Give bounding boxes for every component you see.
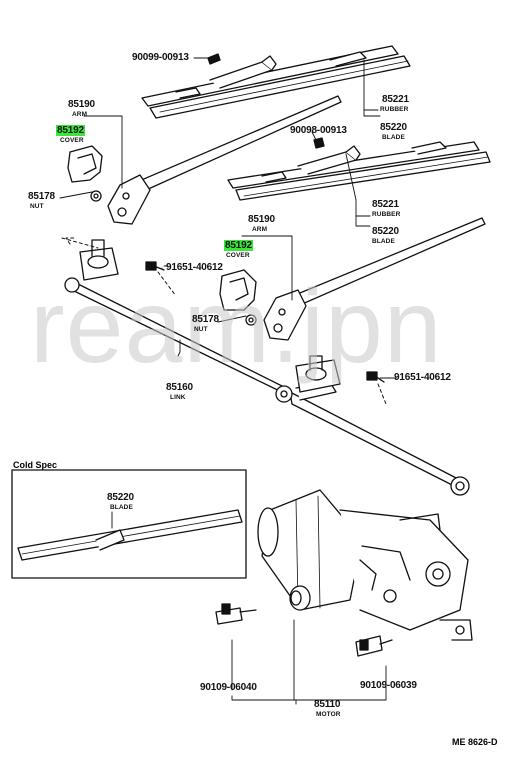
nut-2-icon [245,314,257,326]
bolt-top-1-number: 90099-00913 [132,52,189,63]
wiper-motor [257,489,473,641]
motor-bolt-2-number: 90109-06039 [360,680,417,691]
cover-1-number: 85192 [56,125,85,136]
bolt-top-2-number: 90098-00913 [290,125,347,136]
bolt-top-1-icon [207,53,221,65]
cover-2-number: 85192 [224,240,253,251]
nut-1-icon [90,190,102,202]
motor-bolt-2-icon [355,635,393,657]
link-name: LINK [170,394,186,401]
cover-1 [67,145,103,183]
rubber-1-number: 85221 [382,94,409,105]
bolt-top-2-icon [313,137,325,149]
rubber-2-number: 85221 [372,199,399,210]
link-number: 85160 [166,382,193,393]
cold-spec-title: Cold Spec [13,460,58,470]
wiper-link [64,277,470,496]
motor-bolt-1-icon [215,603,257,625]
screw-2-number: 91651-40612 [394,372,451,383]
blade-2-number: 85220 [372,226,399,237]
motor-number: 85110 [314,699,341,710]
screw-1-number: 91651-40612 [166,262,223,273]
rubber-1-name: RUBBER [380,106,409,113]
pivot-1 [79,239,119,281]
screw-2-icon [366,371,385,383]
arm-2-name: ARM [252,226,268,233]
nut-1-number: 85178 [28,191,55,202]
cold-spec-blade-number: 85220 [107,492,134,503]
nut-1-name: NUT [30,203,44,210]
nut-2-name: NUT [194,326,208,333]
wiper-blade-1 [141,45,411,119]
wiper-blade-2 [227,141,491,201]
cover-2 [219,269,257,311]
rubber-2-name: RUBBER [372,211,401,218]
screw-1-icon [145,261,165,271]
cover-2-name: COVER [226,252,250,259]
diagram-code: ME 8626-D [452,737,498,747]
motor-name: MOTOR [316,711,341,718]
bushing-icon [289,585,311,611]
blade-2-name: BLADE [372,238,395,245]
blade-1-number: 85220 [380,122,407,133]
watermark: ream.jpn [30,269,443,385]
motor-bolt-1-number: 90109-06040 [200,682,257,693]
blade-1-name: BLADE [382,134,405,141]
wiper-arm-1 [107,95,342,225]
wiper-arm-2 [263,217,486,341]
arm-1-name: ARM [72,111,88,118]
cover-1-name: COVER [60,137,84,144]
pivot-2 [295,355,341,393]
arm-2-number: 85190 [248,214,275,225]
cold-spec-box [11,469,247,579]
arm-1-number: 85190 [68,99,95,110]
nut-2-number: 85178 [192,314,219,325]
cold-spec-blade-name: BLADE [110,504,133,511]
